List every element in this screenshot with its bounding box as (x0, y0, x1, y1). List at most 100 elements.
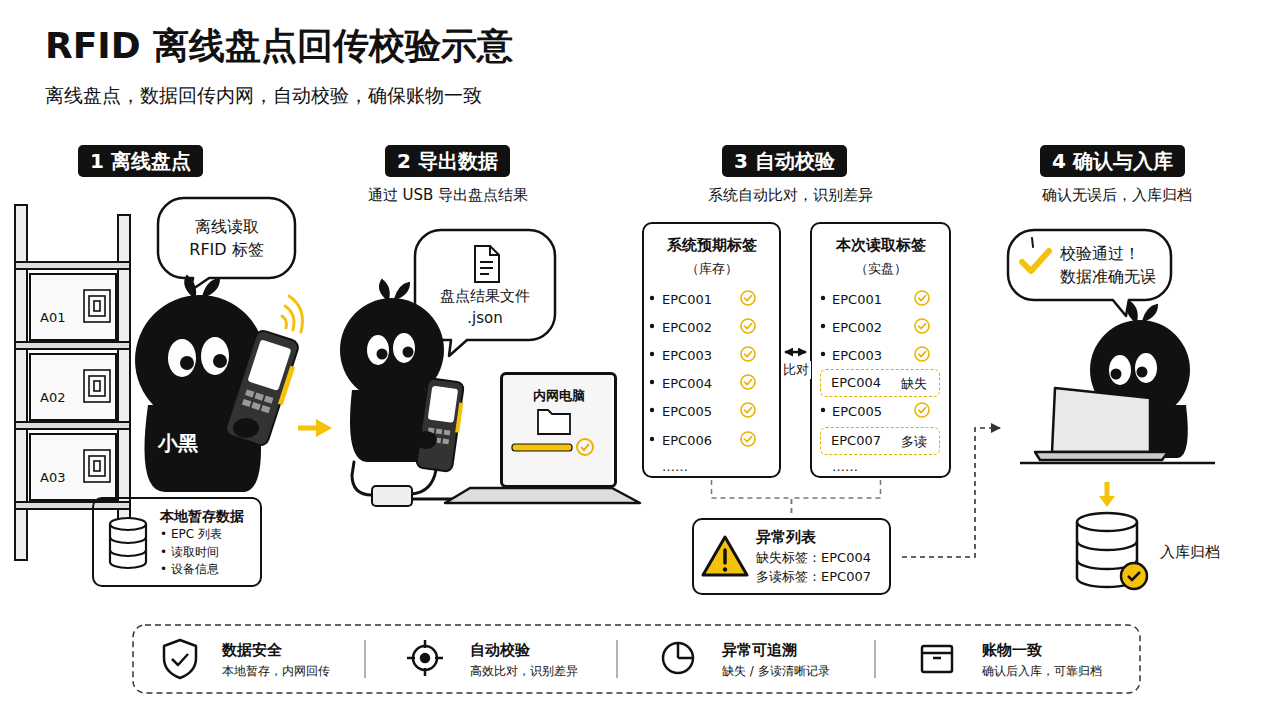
bubble-outline (1008, 230, 1171, 300)
check-mark (741, 291, 755, 305)
handheld-reader (416, 378, 464, 472)
feature-item: 自动校验高效比对，识别差异 (470, 639, 578, 680)
document-icon (475, 246, 499, 282)
handheld-reader (416, 378, 466, 472)
bubble-outline (1008, 230, 1171, 316)
node-text: （库存） (644, 260, 779, 278)
node-text: EPC003 (832, 348, 882, 363)
node-text: 高效比对，识别差异 (470, 662, 578, 680)
shelf (15, 502, 130, 509)
character (377, 349, 388, 360)
database-icon (110, 537, 146, 556)
bullet-dot (650, 437, 654, 441)
node-text: EPC001 (832, 292, 882, 307)
node-text: 本次读取标签 (812, 236, 949, 255)
node-text: 4 确认与入库 (1052, 148, 1173, 174)
character (340, 280, 444, 462)
diff-tag-box: EPC007多读 (820, 427, 940, 455)
speech-bubble: 盘点结果文件 .json (415, 230, 555, 340)
laptop (1035, 452, 1168, 460)
node-text: EPC003 (662, 348, 712, 363)
node-text: 本地暂存，内网回传 (222, 662, 330, 680)
diff-tag-box: EPC004 缺失 (820, 369, 940, 397)
character (367, 335, 389, 365)
separator (616, 640, 618, 678)
bullet-dot (821, 408, 825, 412)
rfid-tag (89, 376, 105, 396)
check-mark (741, 432, 755, 446)
laptop (577, 439, 593, 455)
target-icon (407, 640, 443, 676)
check-mark (741, 319, 755, 333)
node-text: 缺失 / 多读清晰记录 (722, 662, 830, 680)
step-arrow (298, 426, 318, 431)
database-icon (1077, 513, 1137, 531)
document-icon (490, 246, 499, 255)
bubble-outline (158, 198, 295, 291)
shelf (30, 274, 116, 340)
box-icon (922, 653, 952, 658)
shelf (30, 354, 116, 420)
step-label: 2 导出数据 (385, 145, 510, 177)
step-label: 4 确认与入库 (1040, 145, 1185, 177)
wifi-signal (285, 306, 294, 330)
tag-list-panel: 系统预期标签（库存）EPC001EPC002EPC003EPC004EPC005… (642, 222, 781, 478)
plain-label: 入库归档 (1160, 543, 1220, 562)
page-title: RFID 离线盘点回传校验示意 (45, 22, 513, 71)
node-text: 账物一致 (982, 639, 1102, 662)
plain-label: 系统自动比对，识别差异 (708, 186, 873, 205)
warning-icon (723, 550, 727, 563)
database-icon (1128, 572, 1140, 580)
plain-label: A03 (40, 470, 65, 485)
database-icon (110, 518, 146, 568)
laptop (581, 444, 589, 450)
flow-arrow (902, 428, 1000, 557)
edge-label: 比对 (781, 361, 811, 379)
node-text: 1 离线盘点 (90, 148, 191, 174)
laptop (538, 410, 570, 434)
character (1135, 353, 1157, 383)
bullet-dot (821, 324, 825, 328)
hand (415, 431, 437, 449)
usb-cable (412, 470, 436, 494)
warning-icon (703, 537, 747, 575)
rfid-tag (84, 290, 110, 482)
dashed-link (712, 480, 792, 516)
character (1111, 369, 1122, 380)
step-arrow (298, 419, 332, 437)
node-text: EPC001 (662, 292, 712, 307)
pie-icon (678, 643, 693, 658)
laptop (1020, 462, 1215, 465)
shelf (15, 422, 130, 429)
handheld-reader (242, 399, 251, 407)
page-caption: 离线盘点，数据回传内网，自动校验，确保账物一致 (45, 83, 482, 109)
bullet-dot (821, 296, 825, 300)
handheld-reader (245, 389, 254, 397)
warning-icon (703, 537, 747, 575)
rfid-tag (84, 450, 110, 482)
bullet-dot (650, 324, 654, 328)
handheld-reader (251, 402, 260, 410)
plain-label: A01 (40, 310, 65, 325)
node-text: EPC007 (831, 433, 881, 448)
usb-hub (372, 486, 412, 506)
node-text: EPC004 (831, 375, 881, 390)
node-text: 校验通过！ 数据准确无误 (1060, 242, 1159, 288)
laptop (445, 372, 640, 503)
pie-icon (663, 643, 693, 673)
node-text: 缺失 (901, 375, 927, 393)
document-icon (475, 246, 499, 282)
shield-icon (172, 654, 188, 665)
storage-panel: 本地暂存数据• EPC 列表• 读取时间• 设备信息 (92, 497, 262, 587)
character (1128, 302, 1157, 322)
bubble-outline (158, 198, 295, 278)
bullet-dot (821, 352, 825, 356)
tag-list-panel: 本次读取标签（实盘）EPC001EPC002EPC003EPC005……EPC0… (810, 222, 951, 478)
handheld-reader (455, 402, 463, 432)
bubble-outline (415, 230, 555, 356)
step-label: 1 离线盘点 (78, 145, 203, 177)
handheld-reader (224, 329, 300, 447)
node-text: 系统预期标签 (644, 236, 779, 255)
node-text: 缺失标签：EPC004 (756, 549, 871, 568)
